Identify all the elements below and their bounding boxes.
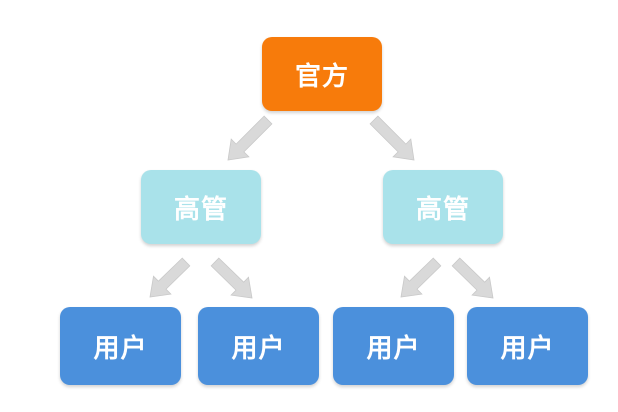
node-user-1-label: 用户 — [93, 333, 148, 364]
node-user-3: 用户 — [333, 307, 454, 385]
arrow-root-to-manager-left — [227, 115, 273, 161]
arrow-manager-right-to-user-4 — [451, 257, 494, 299]
node-manager-left: 高管 — [141, 170, 261, 244]
node-root-label: 官方 — [294, 61, 349, 92]
node-manager-left-label: 高管 — [173, 194, 228, 225]
node-user-2-label: 用户 — [231, 333, 286, 364]
node-user-1: 用户 — [60, 307, 181, 385]
node-user-4-label: 用户 — [500, 333, 555, 364]
node-manager-right: 高管 — [383, 170, 503, 244]
node-manager-right-label: 高管 — [415, 194, 470, 225]
node-user-2: 用户 — [198, 307, 319, 385]
node-user-3-label: 用户 — [366, 333, 421, 364]
node-root-official: 官方 — [262, 37, 382, 111]
arrow-manager-left-to-user-2 — [210, 257, 253, 299]
node-user-4: 用户 — [467, 307, 588, 385]
arrow-manager-left-to-user-1 — [149, 257, 191, 298]
arrow-root-to-manager-right — [369, 115, 415, 161]
arrow-manager-right-to-user-3 — [400, 257, 442, 298]
